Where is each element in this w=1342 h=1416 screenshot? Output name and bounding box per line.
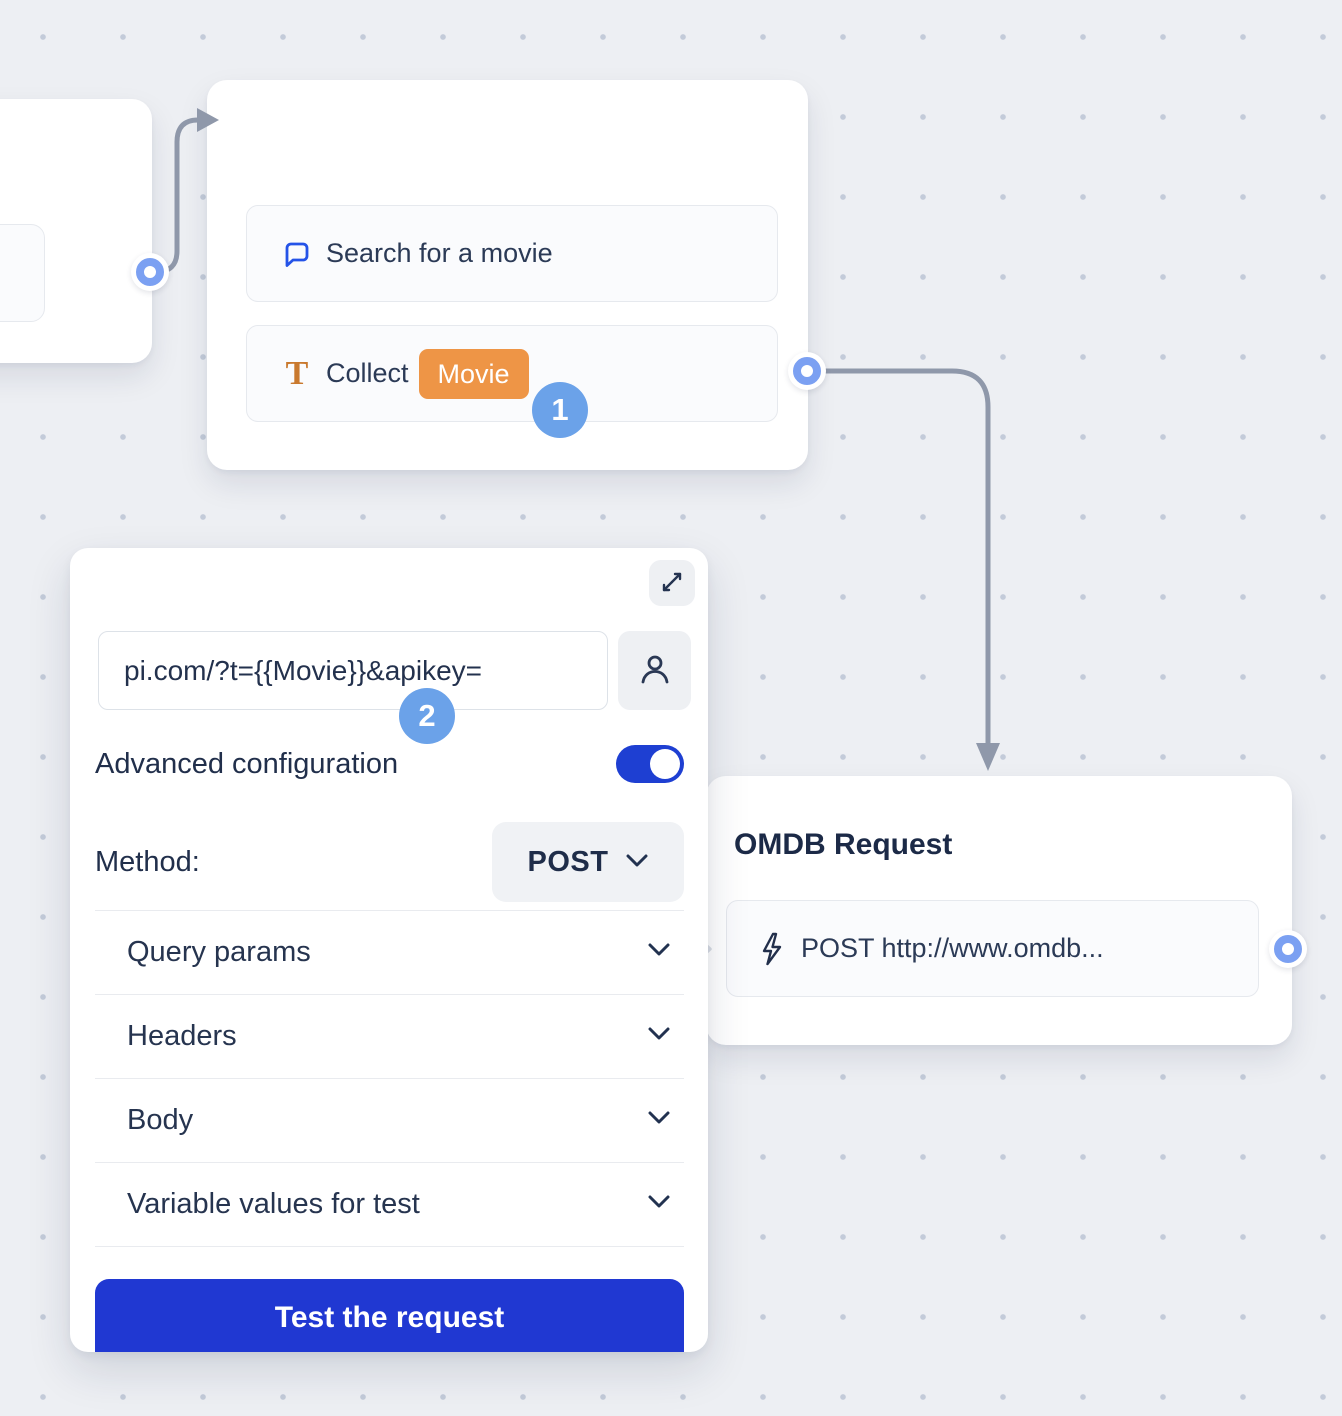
chat-bubble-icon <box>276 238 318 270</box>
toggle-knob <box>650 749 680 779</box>
node-item-label: POST http://www.omdb... <box>801 933 1104 963</box>
node-omdb-request[interactable]: OMDB Request POST http://www.omdb... <box>706 776 1292 1045</box>
text-icon: T <box>285 354 309 392</box>
arrowhead-into-omdb <box>976 743 1000 771</box>
section-headers[interactable]: Headers <box>95 995 684 1079</box>
user-variable-button[interactable] <box>618 631 691 710</box>
advanced-configuration-row: Advanced configuration <box>95 738 684 790</box>
node-item-empty[interactable] <box>0 224 45 322</box>
connector-movie-to-omdb <box>804 368 991 748</box>
node-movie-search[interactable]: Movie search Search for a movie T Collec… <box>207 80 808 470</box>
node-item-collect[interactable]: T Collect Movie <box>246 325 778 422</box>
section-label: Variable values for test <box>127 1188 420 1220</box>
method-row: Method: POST <box>95 822 684 902</box>
section-label: Headers <box>127 1020 237 1052</box>
advanced-configuration-toggle[interactable] <box>616 745 684 783</box>
advanced-configuration-label: Advanced configuration <box>95 747 399 780</box>
accordion-sections: Query params Headers Body Variable value… <box>95 910 684 1247</box>
expand-icon <box>658 568 686 599</box>
connector-into-movie-search <box>147 117 204 275</box>
node-title: OMDB Request <box>734 828 953 861</box>
section-body[interactable]: Body <box>95 1079 684 1163</box>
node-partial-left[interactable] <box>0 99 152 363</box>
chevron-down-icon <box>626 854 648 871</box>
step-badge-2: 2 <box>399 688 455 744</box>
step-badge-1: 1 <box>532 382 588 438</box>
chevron-down-icon <box>648 1027 684 1046</box>
user-icon <box>636 650 674 691</box>
section-label: Body <box>127 1104 194 1136</box>
output-port-left-node[interactable] <box>131 253 169 291</box>
chevron-down-icon <box>648 1111 684 1130</box>
port-ring <box>136 258 164 286</box>
method-label: Method: <box>95 845 200 878</box>
node-item-webhook[interactable]: POST http://www.omdb... <box>726 900 1259 997</box>
port-ring <box>793 357 821 385</box>
test-request-button[interactable]: Test the request <box>95 1279 684 1352</box>
port-ring <box>1274 935 1302 963</box>
node-item-label: Collect <box>326 358 409 388</box>
lightning-icon <box>755 931 789 967</box>
webhook-config-panel: Advanced configuration Method: POST Quer… <box>70 548 708 1352</box>
variable-chip-movie[interactable]: Movie <box>418 348 529 399</box>
method-value: POST <box>527 845 609 878</box>
section-variable-values[interactable]: Variable values for test <box>95 1163 684 1247</box>
node-item-label: Search for a movie <box>326 238 553 268</box>
node-item-send-message[interactable]: Search for a movie <box>246 205 778 302</box>
url-input[interactable] <box>98 631 608 710</box>
chevron-down-icon <box>648 1195 684 1214</box>
section-label: Query params <box>127 936 311 968</box>
output-port-movie-search[interactable] <box>788 352 826 390</box>
section-query-params[interactable]: Query params <box>95 911 684 995</box>
chevron-down-icon <box>648 943 684 962</box>
expand-button[interactable] <box>649 560 695 606</box>
method-select[interactable]: POST <box>492 822 684 902</box>
output-port-omdb[interactable] <box>1269 930 1307 968</box>
